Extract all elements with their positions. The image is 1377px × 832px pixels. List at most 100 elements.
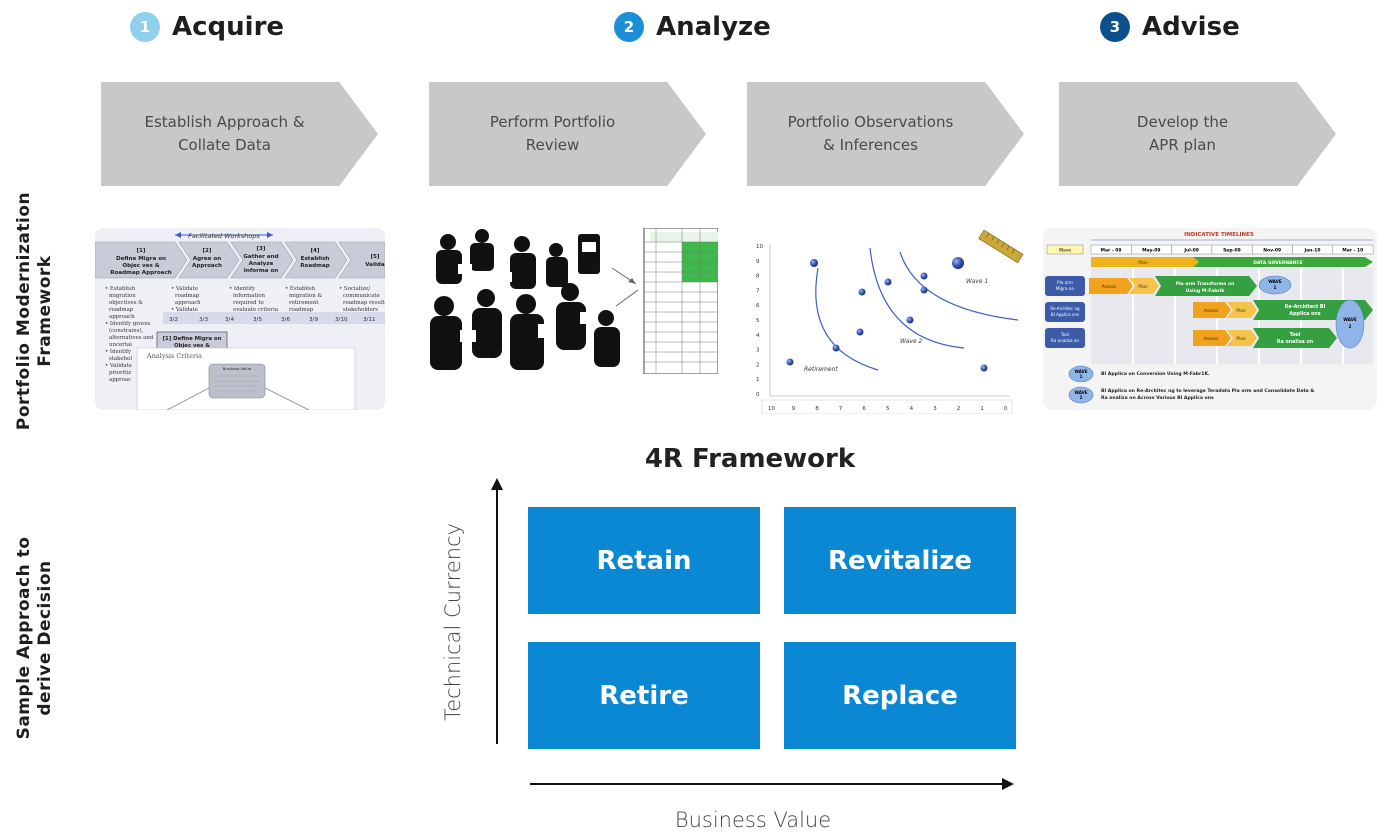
svg-text:WAVE: WAVE bbox=[1268, 279, 1282, 284]
workshop-plan-graphic: Facilitated Workshops [1] Define Migra o… bbox=[95, 232, 385, 410]
thumbnail-portfolio-review bbox=[430, 228, 718, 374]
svg-text:Tool: Tool bbox=[1290, 332, 1301, 338]
row-plan-label: Plan bbox=[1236, 308, 1245, 314]
scatter-x-tick: 2 bbox=[957, 406, 961, 412]
thumbnail-workshop-plan: Facilitated Workshops [1] Define Migra o… bbox=[95, 228, 385, 410]
svg-text:• Socialize/: • Socialize/ bbox=[339, 286, 370, 292]
svg-text:stakeholders: stakeholders bbox=[343, 307, 378, 313]
workshop-step-head: Informa on bbox=[244, 268, 278, 274]
timeline-governance-label: DATA GOVERNANCE bbox=[1253, 260, 1302, 266]
timeline-header-cell: Jan-10 bbox=[1303, 248, 1320, 254]
scatter-label-wave2: Wave 2 bbox=[900, 338, 922, 345]
workshop-step-head: Gather and bbox=[243, 254, 278, 260]
svg-text:WAVE: WAVE bbox=[1075, 390, 1088, 395]
phase-advise: 3 Advise bbox=[1100, 12, 1240, 42]
svg-text:Migra on: Migra on bbox=[1056, 286, 1075, 291]
svg-text:• Validate: • Validate bbox=[105, 363, 132, 369]
scatter-y-tick: 7 bbox=[756, 288, 760, 294]
legend-wave1-text: BI Applica on Conversion Using M-Fabr1K. bbox=[1101, 371, 1210, 377]
scatter-y-tick: 6 bbox=[756, 303, 760, 309]
svg-text:• Identify givens: • Identify givens bbox=[105, 321, 151, 327]
scatter-x-tick: 10 bbox=[768, 406, 775, 412]
scatter-x-tick: 1 bbox=[980, 406, 984, 412]
phase-number-badge: 1 bbox=[130, 12, 160, 42]
popup-subtitle: Analysis Criteria bbox=[146, 352, 202, 360]
scatter-y-tick: 3 bbox=[756, 348, 760, 354]
svg-text:WAVE: WAVE bbox=[1343, 317, 1357, 322]
step-text-line2: & Inferences bbox=[823, 136, 918, 154]
timeline-header-cell: Wave bbox=[1059, 248, 1072, 254]
row-assess-label: Assess bbox=[1102, 284, 1117, 290]
scatter-x-tick: 0 bbox=[1004, 406, 1008, 412]
scatter-x-tick: 8 bbox=[815, 406, 819, 412]
svg-text:[1] Define Migra on: [1] Define Migra on bbox=[163, 336, 222, 342]
y-axis-label: Technical Currency bbox=[441, 522, 465, 722]
scatter-label-wave1: Wave 1 bbox=[966, 278, 988, 285]
review-meeting-graphic bbox=[430, 228, 718, 374]
x-axis-label: Business Value bbox=[674, 808, 832, 832]
svg-text:Pla orm Transforma on: Pla orm Transforma on bbox=[1176, 281, 1235, 287]
svg-text:• Establish: • Establish bbox=[285, 286, 316, 292]
svg-text:Re-Architec ng: Re-Architec ng bbox=[1050, 306, 1080, 311]
svg-text:roadmap: roadmap bbox=[175, 293, 200, 299]
workshop-step-head: [1] bbox=[136, 248, 145, 254]
svg-text:3/3: 3/3 bbox=[199, 317, 208, 323]
svg-text:information: information bbox=[233, 293, 265, 299]
timeline-header-cell: May-09 bbox=[1142, 248, 1160, 254]
svg-text:Ra onaliza on: Ra onaliza on bbox=[1051, 338, 1079, 343]
phase-number-badge: 2 bbox=[614, 12, 644, 42]
phase-analyze: 2 Analyze bbox=[614, 12, 771, 42]
timeline-header-cell: Mar - 10 bbox=[1342, 248, 1363, 254]
phase-title: Acquire bbox=[172, 12, 285, 42]
svg-text:roadmap: roadmap bbox=[289, 307, 314, 313]
workshop-step-head: [4] bbox=[310, 248, 319, 254]
step-text-line2: Collate Data bbox=[178, 136, 271, 154]
step-chevron-observations: Portfolio Observations& Inferences bbox=[747, 82, 1024, 186]
row-plan-label: Plan bbox=[1138, 284, 1147, 290]
popup-box-label: Business Value bbox=[223, 366, 252, 371]
timeline-header-cell: Mar - 09 bbox=[1101, 248, 1122, 254]
row-plan-label: Plan bbox=[1236, 336, 1245, 342]
svg-text:• Establish: • Establish bbox=[105, 286, 136, 292]
workshop-step-head: Objec ves & bbox=[122, 263, 159, 269]
workshop-step-head: Valida bbox=[365, 262, 385, 268]
phase-acquire: 1 Acquire bbox=[130, 12, 284, 42]
phase-title: Advise bbox=[1142, 12, 1240, 42]
scatter-y-tick: 2 bbox=[756, 362, 760, 368]
svg-text:2: 2 bbox=[1349, 324, 1352, 329]
scatter-x-tick: 6 bbox=[862, 406, 866, 412]
workshop-step-head: Agree on bbox=[193, 256, 221, 262]
workshop-banner: Facilitated Workshops bbox=[188, 232, 260, 240]
step-text-line1: Perform Portfolio bbox=[489, 113, 616, 131]
scatter-x-tick: 4 bbox=[910, 406, 914, 412]
svg-text:Pla orm: Pla orm bbox=[1057, 280, 1073, 285]
svg-text:Ra onaliza on: Ra onaliza on bbox=[1277, 339, 1314, 345]
svg-text:1: 1 bbox=[1080, 374, 1083, 379]
svg-text:Applica ons: Applica ons bbox=[1289, 311, 1320, 317]
scatter-y-tick: 9 bbox=[756, 259, 760, 265]
scatter-x-tick: 7 bbox=[839, 406, 843, 412]
svg-text:Tool: Tool bbox=[1060, 332, 1069, 337]
svg-text:Objec ves &: Objec ves & bbox=[174, 343, 210, 349]
timeline-plan-label: Plan bbox=[1138, 260, 1148, 266]
timeline-header-cell: Jul-09 bbox=[1183, 248, 1199, 254]
scatter-x-tick: 3 bbox=[933, 406, 937, 412]
workshop-step-head: [3] bbox=[256, 246, 265, 252]
svg-text:roadmap results: roadmap results bbox=[343, 300, 385, 306]
svg-text:3/5: 3/5 bbox=[253, 317, 262, 323]
side-label-line1: Sample Approach to bbox=[14, 536, 34, 740]
svg-text:roadmap: roadmap bbox=[109, 307, 134, 313]
svg-text:approach: approach bbox=[175, 300, 201, 306]
svg-text:required to: required to bbox=[233, 300, 264, 306]
scatter-y-tick: 0 bbox=[756, 392, 760, 398]
svg-text:• Validate: • Validate bbox=[171, 307, 198, 313]
svg-text:• Identify: • Identify bbox=[229, 286, 256, 292]
svg-text:1: 1 bbox=[1274, 285, 1277, 290]
svg-text:migration &: migration & bbox=[289, 293, 322, 299]
scatter-y-tick: 10 bbox=[756, 244, 763, 250]
side-label-line2: derive Decision bbox=[35, 560, 55, 716]
